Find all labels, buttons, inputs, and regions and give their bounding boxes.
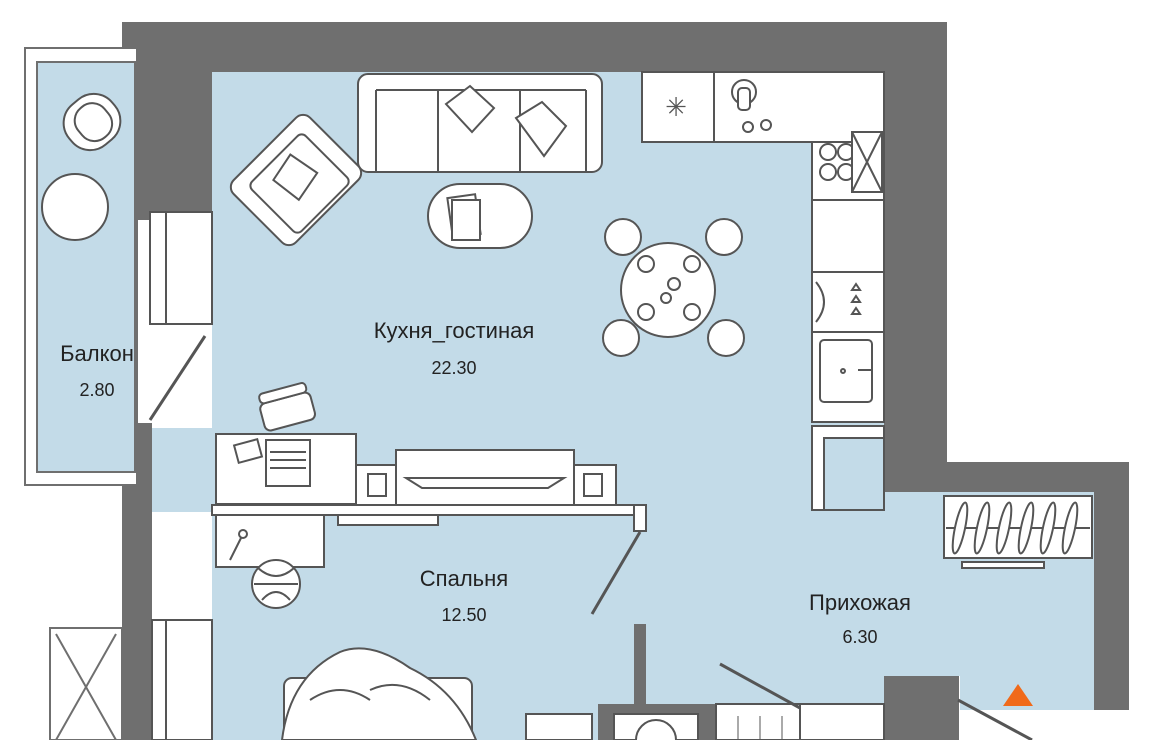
bedroom-furniture (215, 514, 478, 740)
dining-table (602, 218, 745, 357)
kitchen-area-value: 22.30 (431, 358, 476, 378)
kitchen-counter: ✳ (641, 71, 885, 423)
bedroom-name: Спальня (420, 566, 508, 591)
armchair (229, 113, 363, 247)
wardrobe (943, 495, 1093, 569)
coffee-table (427, 183, 533, 249)
kitchen-name: Кухня_гостиная (374, 318, 535, 343)
bedroom-area-value: 12.50 (441, 605, 486, 625)
hanger (1061, 501, 1079, 555)
hanger (995, 501, 1013, 555)
balcony-table (41, 173, 109, 241)
balcony-name: Балкон (60, 341, 134, 366)
desk (215, 382, 617, 506)
sofa (357, 73, 603, 173)
balcony-chair (62, 92, 122, 152)
hanger (973, 501, 991, 555)
hanger (1017, 501, 1035, 555)
hanger (1039, 501, 1057, 555)
hallway-name: Прихожая (809, 590, 911, 615)
balcony-area (24, 47, 138, 486)
snowflake-icon: ✳ (665, 93, 687, 123)
entrance-triangle-icon (1003, 684, 1033, 706)
hallway-area-value: 6.30 (842, 627, 877, 647)
balcony-area-value: 2.80 (79, 380, 114, 400)
hanger (951, 501, 969, 555)
